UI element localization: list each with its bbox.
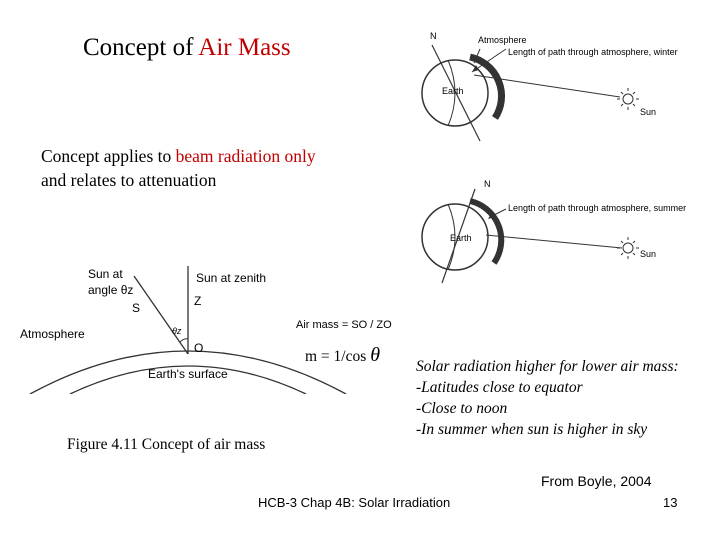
summer-atmosphere-band bbox=[469, 198, 505, 265]
winter-atmosphere-band bbox=[469, 53, 505, 120]
sun-ray-line bbox=[133, 275, 189, 355]
summer-path-arrowhead bbox=[488, 212, 495, 219]
figure-caption: Figure 4.11 Concept of air mass bbox=[67, 436, 266, 453]
summer-earth-meridian bbox=[447, 203, 456, 271]
summer-sun-label: Sun bbox=[640, 249, 656, 259]
solar-note-heading: Solar radiation higher for lower air mas… bbox=[416, 358, 679, 375]
summer-sun-icon bbox=[617, 237, 639, 259]
winter-earth-circle bbox=[421, 59, 489, 127]
source-citation: From Boyle, 2004 bbox=[541, 473, 652, 489]
concept-line-1-prefix: Concept applies to bbox=[41, 146, 176, 166]
concept-line-1: Concept applies to beam radiation only bbox=[41, 144, 316, 168]
sun-at-angle-label-2: angle θz bbox=[88, 283, 133, 297]
slide-footer: HCB-3 Chap 4B: Solar Irradiation bbox=[258, 495, 451, 510]
solar-note-item: -Latitudes close to equator bbox=[416, 379, 583, 396]
formula-theta: θ bbox=[370, 344, 381, 366]
winter-earth-axis bbox=[431, 44, 481, 142]
summer-sun-ray bbox=[485, 234, 623, 249]
earth-surface-arc bbox=[69, 365, 307, 394]
point-o-label: O bbox=[194, 341, 203, 355]
sun-at-angle-label-1: Sun at bbox=[88, 267, 123, 281]
point-z-label: Z bbox=[194, 294, 201, 308]
atmosphere-label: Atmosphere bbox=[20, 327, 85, 341]
winter-sun-ray bbox=[473, 74, 621, 98]
page-number: 13 bbox=[663, 495, 678, 510]
summer-earth-circle bbox=[421, 203, 489, 271]
winter-atmosphere-label: Atmosphere bbox=[478, 35, 527, 45]
concept-line-2: and relates to attenuation bbox=[41, 170, 217, 190]
concept-line-1-highlight: beam radiation only bbox=[175, 146, 316, 166]
formula-text: m = 1/cos bbox=[305, 348, 367, 365]
summer-earth-label: Earth bbox=[450, 233, 472, 243]
zenith-angle-arc bbox=[179, 338, 189, 343]
earth-surface-label: Earth's surface bbox=[148, 367, 228, 381]
sun-at-zenith-label: Sun at zenith bbox=[196, 271, 266, 285]
solar-notes: Solar radiation higher for lower air mas… bbox=[416, 356, 679, 440]
title-highlight: Air Mass bbox=[198, 34, 291, 61]
solar-note-item: -Close to noon bbox=[416, 400, 508, 417]
winter-north-label: N bbox=[430, 31, 437, 41]
winter-earth-meridian bbox=[447, 59, 456, 127]
concept-text: Concept applies to beam radiation only a… bbox=[41, 144, 316, 192]
slide-title: Concept of Air Mass bbox=[83, 34, 291, 62]
airmass-diagram: Sun at angle θz Sun at zenith Z S Atmosp… bbox=[20, 266, 392, 394]
summer-path-label: Length of path through atmosphere, summe… bbox=[508, 203, 686, 213]
summer-north-label: N bbox=[484, 179, 491, 189]
airmass-equation-label: Air mass = SO / ZO bbox=[296, 319, 392, 331]
point-s-label: S bbox=[132, 301, 140, 315]
summer-earth-axis bbox=[441, 188, 476, 284]
solar-note-item: -In summer when sun is higher in sky bbox=[416, 421, 648, 438]
winter-atmosphere-pointer bbox=[473, 48, 481, 64]
summer-path-diagram: N Length of path through atmosphere, sum… bbox=[421, 179, 686, 284]
winter-path-label: Length of path through atmosphere, winte… bbox=[508, 47, 678, 57]
winter-path-arrowhead bbox=[472, 65, 479, 72]
winter-earth-label: Earth bbox=[442, 86, 464, 96]
title-prefix: Concept of bbox=[83, 34, 199, 61]
winter-path-diagram: N Atmosphere Length of path through atmo… bbox=[421, 31, 678, 142]
winter-sun-label: Sun bbox=[640, 107, 656, 117]
theta-z-label: θz bbox=[172, 326, 182, 336]
winter-sun-icon bbox=[617, 88, 639, 110]
